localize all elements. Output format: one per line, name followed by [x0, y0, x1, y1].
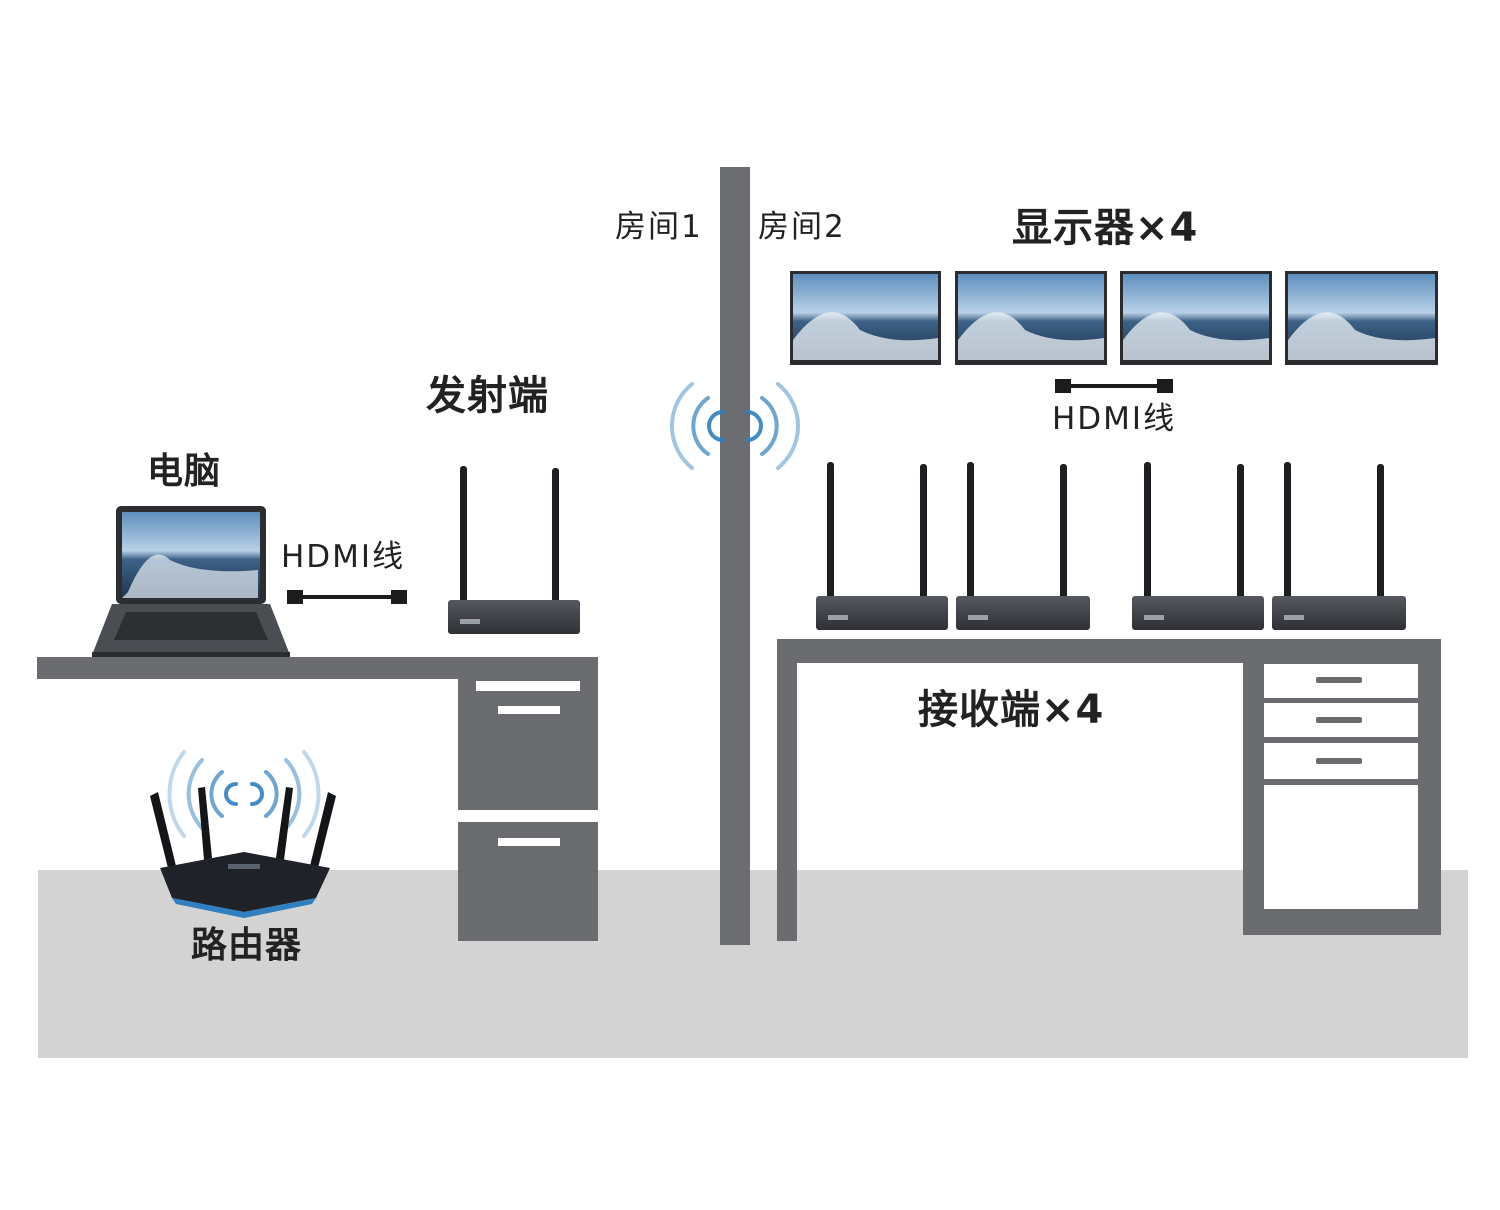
laptop-icon [92, 506, 290, 657]
room-divider-wall [720, 167, 750, 945]
monitor-icon [790, 271, 941, 365]
receivers-label: 接收端×4 [918, 687, 1105, 733]
monitor-icon [1285, 271, 1438, 365]
receiver-icon [956, 462, 1090, 630]
hdmi-cable-icon [287, 590, 407, 604]
monitor-icon [1120, 271, 1272, 365]
room-1-label: 房间1 [615, 209, 703, 245]
hdmi-cable-icon [1055, 379, 1173, 393]
router-label: 路由器 [191, 925, 303, 966]
left-desk [37, 657, 598, 941]
computer-label: 电脑 [147, 451, 222, 492]
monitor-icon [955, 271, 1107, 365]
room-2-label: 房间2 [758, 209, 846, 245]
receiver-icon [1272, 462, 1406, 630]
hdmi-cable-top-label: HDMI线 [1052, 401, 1177, 437]
hdmi-cable-left-label: HDMI线 [281, 539, 406, 575]
transmitter-label: 发射端 [426, 373, 549, 419]
receiver-icon [816, 462, 948, 630]
monitors-label: 显示器×4 [1012, 205, 1199, 251]
transmitter-icon [448, 466, 580, 634]
receiver-icon [1132, 462, 1264, 630]
wireless-signal-icon [669, 382, 801, 470]
right-desk [777, 639, 1441, 941]
router-icon [150, 750, 336, 918]
